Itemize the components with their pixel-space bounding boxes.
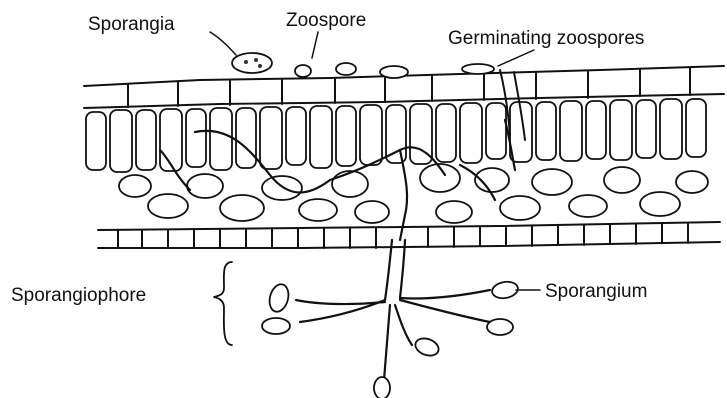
spongy-mesophyll <box>119 164 708 223</box>
label-sporangiophore: Sporangiophore <box>11 286 146 305</box>
leader-sporangia <box>210 32 236 55</box>
leader-zoospore <box>312 32 318 58</box>
label-sporangia: Sporangia <box>88 15 175 34</box>
sporangiophore <box>296 240 490 380</box>
sporangium-bodies <box>262 280 519 398</box>
label-sporangium: Sporangium <box>545 282 647 301</box>
sporangiophore-bracket <box>214 262 232 345</box>
palisade-layer <box>86 99 706 172</box>
leader-germinating <box>498 50 534 66</box>
lower-epidermis <box>98 222 720 248</box>
label-germinating-zoospores: Germinating zoospores <box>448 29 644 48</box>
label-zoospore: Zoospore <box>286 11 366 30</box>
